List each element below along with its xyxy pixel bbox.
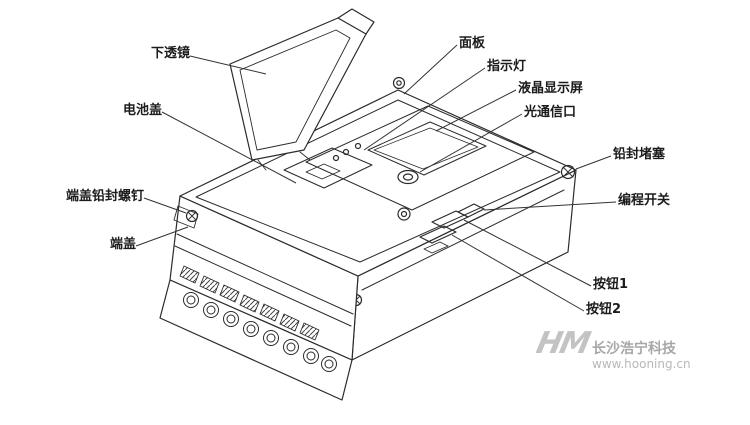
watermark-brand: 长沙浩宁科技 [592,341,676,357]
watermark-logo: HM [533,326,592,361]
label-button-2: 按钮2 [586,302,622,317]
label-panel: 面板 [459,36,486,51]
leader-seal-plug [575,155,612,170]
label-lower-lens: 下透镜 [150,46,190,61]
optical-port [397,169,419,185]
lcd-display [367,121,487,176]
leader-button-1 [463,219,592,287]
label-battery-cover: 电池盖 [122,103,162,118]
button-2 [419,225,457,244]
meter-button-round [397,207,411,221]
leader-indicator-light [363,67,486,151]
leader-programming-switch [483,201,617,211]
label-lcd-display: 液晶显示屏 [518,81,584,96]
cover-tab [337,8,375,35]
leader-battery-cover [161,111,297,184]
front-latch [423,241,449,254]
button-1 [431,210,469,229]
label-end-cover-seal-screw: 端盖铅封螺钉 [65,189,144,204]
leader-end-cover-seal-screw [143,197,187,214]
label-optical-port: 光通信口 [524,105,577,120]
indicator-lights [332,142,362,162]
label-end-cover: 端盖 [109,237,136,252]
leader-lines [135,44,617,312]
leader-lcd-display [435,89,517,132]
label-button-1: 按钮1 [593,277,629,292]
leader-lower-lens [189,55,267,75]
seal-plug-icon [560,164,576,180]
panel [305,105,535,211]
right-face-seam [361,189,565,291]
terminal-cover [159,279,353,401]
leader-end-cover [135,226,189,247]
label-programming-switch: 编程开关 [618,193,671,208]
leader-panel [403,44,458,95]
label-seal-plug: 铅封堵塞 [613,147,666,162]
watermark-url: www.hooning.cn [592,357,691,371]
top-face-rim [195,99,561,263]
end-cover-seal-screw-icon [173,205,199,229]
leader-button-2 [451,234,585,312]
hinge-knob [392,76,406,90]
battery-cover [283,147,373,189]
leader-optical-port [419,113,523,173]
front-seam-1 [176,233,354,315]
terminal-blocks [179,265,320,341]
terminal-holes [183,292,337,372]
meter-body [159,8,577,401]
label-indicator-light: 指示灯 [487,59,527,74]
front-seam-2 [174,245,352,327]
